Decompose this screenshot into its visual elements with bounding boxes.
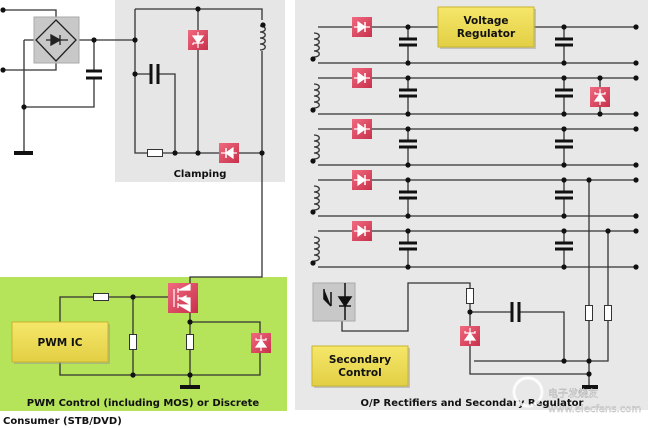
node-dot: [561, 177, 567, 183]
node-dot: [405, 24, 411, 30]
resistor: [93, 293, 109, 301]
secondary-control-label: Control: [338, 367, 381, 379]
node-dot: [633, 75, 639, 81]
rectifier-row: [310, 68, 639, 117]
capacitor: [399, 37, 573, 47]
node-dot: [561, 228, 567, 234]
row2-zener: [590, 75, 610, 117]
node-dot: [310, 56, 316, 62]
node-dot: [561, 60, 567, 66]
node-dot: [405, 228, 411, 234]
node-dot: [310, 158, 316, 164]
secondary-regulator: Secondary Control O/P Rectifiers and Sec…: [311, 177, 612, 409]
rectifier-diode: [352, 68, 372, 88]
input-stage: [0, 7, 135, 155]
node-dot: [405, 264, 411, 270]
diode-icon: [46, 33, 68, 47]
resistor: [585, 305, 593, 321]
resistor: [466, 288, 474, 304]
node-dot: [633, 126, 639, 132]
node-dot: [405, 177, 411, 183]
capacitor: [149, 64, 160, 84]
node-dot: [633, 24, 639, 30]
zener-diode: [251, 333, 271, 353]
node-dot: [561, 126, 567, 132]
rectifier-diode: [352, 17, 372, 37]
node-dot: [561, 213, 567, 219]
rectifier-diode: [352, 119, 372, 139]
node-dot: [633, 228, 639, 234]
capacitor: [399, 190, 573, 200]
node-dot: [310, 107, 316, 113]
rectifier-row: [310, 170, 639, 219]
node-dot: [405, 60, 411, 66]
capacitor: [399, 241, 573, 251]
voltage-regulator-label: Regulator: [457, 28, 516, 40]
watermark-url: www.elecfans.com: [548, 404, 641, 415]
node-dot: [405, 213, 411, 219]
consumer-label: Consumer (STB/DVD): [3, 416, 122, 427]
watermark-logo-text: 电子发烧友: [548, 387, 598, 400]
node-dot: [561, 162, 567, 168]
node-dot: [561, 264, 567, 270]
node-dot: [633, 162, 639, 168]
rectifier-row: [310, 221, 639, 270]
secondary-control-block: Secondary Control: [311, 345, 410, 388]
secondary-control-label: Secondary: [329, 354, 391, 366]
node-dot: [405, 126, 411, 132]
resistor: [604, 305, 612, 321]
node-dot: [561, 75, 567, 81]
node-dot: [633, 213, 639, 219]
node-dot: [405, 162, 411, 168]
capacitor: [399, 139, 573, 149]
node-dot: [633, 111, 639, 117]
zener-diode: [590, 87, 610, 107]
output-section-label: O/P Rectifiers and Secondary Regulator: [361, 398, 584, 409]
node-dot: [561, 111, 567, 117]
resistor: [186, 334, 194, 350]
mosfet: [168, 283, 198, 313]
rectifier-diode: [352, 221, 372, 241]
pwm-ic-label: PWM IC: [38, 337, 83, 349]
pwm-section-label: PWM Control (including MOS) or Discrete: [27, 398, 260, 409]
voltage-regulator-label: Voltage: [463, 15, 508, 27]
node-dot: [633, 177, 639, 183]
resistor: [129, 334, 137, 350]
node-dot: [405, 75, 411, 81]
pwm-circuit: PWM IC PWM Control (including MOS) or Di…: [11, 283, 271, 409]
bridge-rectifier: [33, 16, 80, 64]
node-dot: [561, 24, 567, 30]
diode: [188, 30, 208, 50]
optocoupler: [312, 282, 356, 322]
clamping-label: Clamping: [174, 169, 227, 180]
rectifier-diode: [352, 170, 372, 190]
voltage-regulator-block: Voltage Regulator: [437, 6, 536, 49]
output-rectifier-rows: [310, 17, 639, 270]
node-dot: [405, 111, 411, 117]
shunt-regulator: [460, 326, 480, 346]
rectifier-row: [310, 17, 639, 66]
clamping-circuit: Clamping: [132, 6, 266, 283]
resistor: [147, 149, 163, 157]
capacitor: [399, 88, 573, 98]
rectifier-row: [310, 119, 639, 168]
node-dot: [310, 209, 316, 215]
clamping-section: [115, 0, 285, 182]
pwm-ic-block: PWM IC: [11, 321, 110, 364]
watermark: 电子发烧友 www.elecfans.com: [512, 376, 641, 415]
capacitor: [510, 302, 521, 322]
node-dot: [633, 264, 639, 270]
node-dot: [310, 260, 316, 266]
diode: [219, 143, 239, 163]
node-dot: [633, 60, 639, 66]
capacitor: [86, 69, 102, 80]
